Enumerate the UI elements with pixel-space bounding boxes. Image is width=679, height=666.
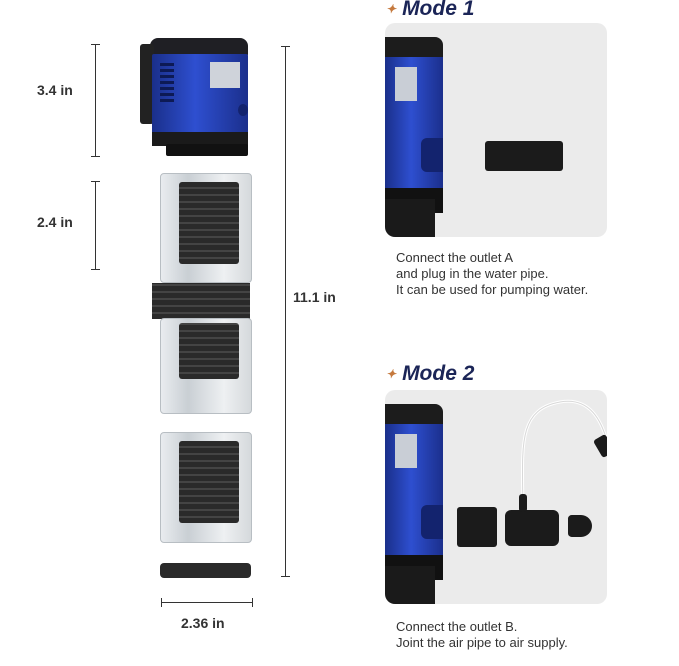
mode-2-description: Connect the outlet B. Joint the air pipe… bbox=[396, 619, 568, 651]
outlet-adapter bbox=[457, 507, 497, 547]
mode-1-title: ✦ Mode 1 bbox=[386, 0, 474, 21]
sponge-block bbox=[152, 283, 250, 319]
star-icon: ✦ bbox=[386, 367, 397, 382]
mode-2-image bbox=[385, 390, 607, 604]
width-label: 2.36 in bbox=[181, 615, 225, 631]
pump-motor bbox=[140, 38, 252, 160]
star-icon: ✦ bbox=[386, 2, 397, 17]
total-height-line bbox=[281, 46, 290, 577]
mode-2-title-text: Mode 2 bbox=[402, 362, 475, 385]
hose-connector bbox=[485, 141, 563, 171]
filter-height-line bbox=[91, 181, 100, 270]
mode-1-description: Connect the outlet A and plug in the wat… bbox=[396, 250, 588, 298]
mode-1-image bbox=[385, 23, 607, 237]
filter-cartridge-3 bbox=[160, 432, 252, 543]
mode-1-line-1: Connect the outlet A bbox=[396, 250, 514, 265]
filter-height-label: 2.4 in bbox=[37, 214, 73, 230]
mode-2-line-1: Connect the outlet B. bbox=[396, 619, 518, 634]
air-pipe bbox=[520, 399, 607, 521]
mode-1-title-text: Mode 1 bbox=[402, 0, 475, 20]
width-line bbox=[161, 598, 253, 607]
air-joint bbox=[505, 510, 559, 546]
pump-height-line bbox=[91, 44, 100, 157]
base-cap bbox=[160, 563, 251, 578]
mode-1-line-2: and plug in the water pipe. bbox=[396, 266, 549, 281]
mode-2-title: ✦ Mode 2 bbox=[386, 362, 474, 386]
air-tube-stub bbox=[519, 494, 527, 512]
filter-cartridge-2 bbox=[160, 318, 252, 414]
pump-height-label: 3.4 in bbox=[37, 82, 73, 98]
total-height-label: 11.1 in bbox=[293, 289, 336, 305]
mode-1-line-3: It can be used for pumping water. bbox=[396, 282, 589, 297]
filter-cartridge-1 bbox=[160, 173, 252, 283]
mode-2-line-2: Joint the air pipe to air supply. bbox=[396, 635, 568, 650]
end-cap bbox=[568, 515, 592, 537]
